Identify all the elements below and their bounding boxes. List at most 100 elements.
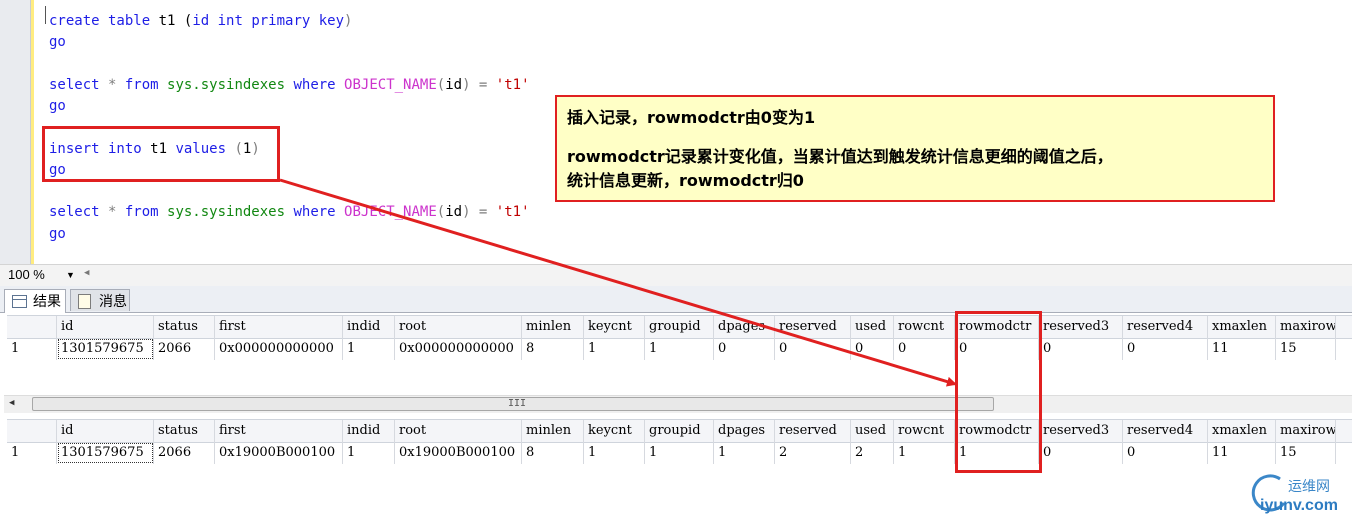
scroll-left-icon[interactable]: ◀	[9, 398, 15, 408]
watermark-en: iyunv.com	[1260, 497, 1338, 514]
column-header[interactable]	[7, 316, 57, 338]
table-cell[interactable]: 0x000000000000	[215, 338, 343, 360]
table-cell[interactable]: 1301579675	[57, 338, 154, 360]
column-header[interactable]: first	[215, 316, 343, 338]
table-cell[interactable]: 0	[1039, 338, 1123, 360]
table-cell[interactable]: 15	[1276, 338, 1336, 360]
column-header[interactable]	[7, 420, 57, 442]
table-cell[interactable]: 2	[775, 442, 851, 464]
column-header[interactable]: xmaxlen	[1208, 420, 1276, 442]
table-cell[interactable]: 0	[851, 338, 894, 360]
column-header[interactable]: used	[851, 420, 894, 442]
table-cell[interactable]: 1	[343, 442, 395, 464]
column-header[interactable]: status	[154, 420, 215, 442]
table-cell[interactable]: 1301579675	[57, 442, 154, 464]
table-cell[interactable]: 2066	[154, 338, 215, 360]
column-header[interactable]: xmaxlen	[1208, 316, 1276, 338]
code-line-go[interactable]: go	[49, 34, 66, 50]
column-header[interactable]: groupid	[645, 316, 714, 338]
table-cell[interactable]: 1	[645, 442, 714, 464]
table-cell[interactable]: 0	[894, 338, 955, 360]
table-cell[interactable]: 1	[894, 442, 955, 464]
code-line-go[interactable]: go	[49, 98, 66, 114]
table-cell[interactable]: 0	[955, 338, 1039, 360]
column-header[interactable]: id	[57, 420, 154, 442]
table-cell[interactable]: 0	[714, 338, 775, 360]
column-header[interactable]: root	[395, 316, 522, 338]
column-header[interactable]: reserved4	[1123, 316, 1208, 338]
column-header[interactable]: indid	[343, 420, 395, 442]
column-header[interactable]: reserved	[775, 420, 851, 442]
tab-messages-label: 消息	[99, 293, 127, 309]
table-cell[interactable]: 1	[7, 442, 57, 464]
code-line-create-table[interactable]: create table t1 (id int primary key)	[49, 13, 353, 29]
table-cell[interactable]: 1	[955, 442, 1039, 464]
column-header[interactable]: keycnt	[584, 420, 645, 442]
code-line-insert[interactable]: insert into t1 values (1)	[49, 141, 260, 157]
annotation-line-1: 插入记录，rowmodctr由0变为1	[567, 108, 816, 127]
table-cell[interactable]: 8	[522, 442, 584, 464]
annotation-line-2: rowmodctr记录累计变化值，当累计值达到触发统计信息更细的阈值之后，	[567, 147, 1113, 166]
table-cell[interactable]: 11	[1208, 442, 1276, 464]
column-header[interactable]: reserved3	[1039, 420, 1123, 442]
scrollbar-thumb[interactable]: III	[32, 397, 994, 411]
grid-icon	[12, 295, 27, 308]
table-cell[interactable]: 0x19000B000100	[215, 442, 343, 464]
column-header[interactable]: reserved4	[1123, 420, 1208, 442]
column-header[interactable]: minlen	[522, 420, 584, 442]
table-cell[interactable]: 15	[1276, 442, 1336, 464]
chevron-down-icon[interactable]: ▼	[66, 270, 75, 280]
column-header[interactable]: first	[215, 420, 343, 442]
tab-results[interactable]: 结果	[4, 289, 66, 313]
column-header[interactable]: indid	[343, 316, 395, 338]
column-header[interactable]: root	[395, 420, 522, 442]
table-cell[interactable]: 0x000000000000	[395, 338, 522, 360]
text-caret	[45, 6, 46, 24]
column-header[interactable]: rowcnt	[894, 316, 955, 338]
zoom-dropdown[interactable]: 100 % ▼	[2, 266, 76, 284]
column-header[interactable]: maxirow	[1276, 316, 1336, 338]
column-header[interactable]: reserved3	[1039, 316, 1123, 338]
table-cell[interactable]: 0	[775, 338, 851, 360]
column-header[interactable]: dpages	[714, 420, 775, 442]
code-line-go[interactable]: go	[49, 226, 66, 242]
horizontal-scrollbar[interactable]: ◀ III	[4, 395, 1352, 413]
table-cell[interactable]: 1	[343, 338, 395, 360]
column-header[interactable]: groupid	[645, 420, 714, 442]
column-header[interactable]: rowcnt	[894, 420, 955, 442]
column-header[interactable]: used	[851, 316, 894, 338]
zoom-value: 100 %	[8, 267, 45, 282]
table-cell[interactable]: 1	[584, 442, 645, 464]
column-header[interactable]: id	[57, 316, 154, 338]
table-cell[interactable]: 1	[714, 442, 775, 464]
column-header[interactable]: keycnt	[584, 316, 645, 338]
column-header[interactable]: reserved	[775, 316, 851, 338]
tab-messages[interactable]: 消息	[70, 289, 130, 311]
column-header[interactable]: rowmodctr	[955, 316, 1039, 338]
code-line-select-1[interactable]: select * from sys.sysindexes where OBJEC…	[49, 77, 530, 93]
table-cell[interactable]: 8	[522, 338, 584, 360]
scroll-left-icon[interactable]: ◀	[84, 268, 90, 278]
table-cell[interactable]: 11	[1208, 338, 1276, 360]
table-cell[interactable]: 0x19000B000100	[395, 442, 522, 464]
table-cell[interactable]: 2066	[154, 442, 215, 464]
table-cell[interactable]: 2	[851, 442, 894, 464]
annotation-callout: 插入记录，rowmodctr由0变为1 rowmodctr记录累计变化值，当累计…	[555, 95, 1275, 202]
table-cell[interactable]: 0	[1123, 338, 1208, 360]
tab-results-label: 结果	[33, 293, 61, 309]
column-header[interactable]: status	[154, 316, 215, 338]
table-cell[interactable]: 1	[584, 338, 645, 360]
column-header[interactable]: minlen	[522, 316, 584, 338]
table-cell[interactable]: 1	[7, 338, 57, 360]
table-cell[interactable]: 0	[1039, 442, 1123, 464]
table-cell[interactable]: 1	[645, 338, 714, 360]
code-line-go[interactable]: go	[49, 162, 66, 178]
table-cell[interactable]: 0	[1123, 442, 1208, 464]
column-header[interactable]: rowmodctr	[955, 420, 1039, 442]
column-header[interactable]: maxirow	[1276, 420, 1336, 442]
